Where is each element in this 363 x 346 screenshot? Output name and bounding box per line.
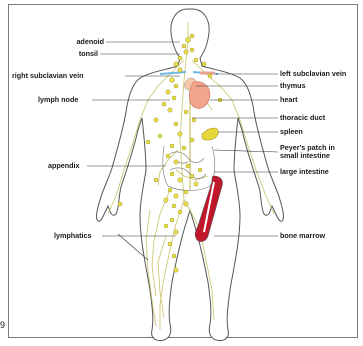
label-appendix: appendix [48,162,80,170]
label-tonsil: tonsil [30,50,98,58]
figure-number: 9 [0,320,5,330]
label-left-subclavian-vein: left subclavian vein [280,70,346,78]
label-thoracic-duct: thoracic duct [280,114,325,122]
label-right-subclavian-vein: right subclavian vein [12,72,84,80]
label-adenoid: adenoid [30,38,104,46]
label-peyers-patch-line2: small intestine [280,152,330,160]
label-lymph-node: lymph node [38,96,78,104]
label-bone-marrow: bone marrow [280,232,325,240]
label-thymus: thymus [280,82,306,90]
label-lymphatics: lymphatics [54,232,92,240]
label-spleen: spleen [280,128,303,136]
label-heart: heart [280,96,298,104]
label-large-intestine: large intestine [280,168,329,176]
